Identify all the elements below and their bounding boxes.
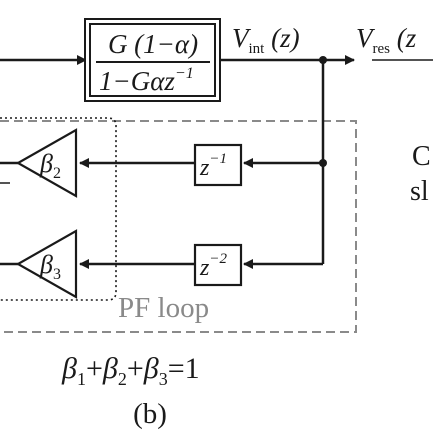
- gain-beta3-label: β3: [39, 250, 61, 283]
- delay-2-exponent: −2: [209, 251, 227, 267]
- vint-arg: (z): [264, 23, 299, 53]
- delay-block-1: z−1: [193, 143, 243, 187]
- gain-triangle-beta2: β2: [15, 128, 78, 198]
- vint-sub: int: [249, 41, 266, 57]
- transfer-denominator: 1−Gαz: [99, 66, 175, 96]
- constraint-sub1: 1: [77, 369, 86, 389]
- transfer-denominator-exponent: −1: [175, 65, 194, 82]
- vres-label: Vres (z: [356, 23, 417, 57]
- vres-arg: (z: [390, 23, 417, 53]
- figure-caption: (b): [133, 398, 167, 430]
- delay-1-label: z−1: [199, 151, 227, 181]
- transfer-denominator-group: 1−Gαz−1: [99, 65, 194, 96]
- partial-text-line1: C: [412, 141, 431, 172]
- gain-beta3-base: β: [39, 250, 53, 279]
- delay-2-base: z: [199, 255, 210, 281]
- vres-sub: res: [373, 41, 391, 57]
- constraint-beta3: β: [143, 352, 159, 385]
- gain-group-boundary: [0, 117, 117, 301]
- delay-1-base: z: [199, 155, 210, 181]
- transfer-numerator: G (1−α): [108, 29, 198, 59]
- vint-base: V: [232, 23, 252, 53]
- gain-triangle-beta3: β3: [15, 229, 78, 299]
- delay-1-exponent: −1: [209, 151, 227, 167]
- partial-text-line2: sl: [410, 176, 429, 207]
- gain-beta3-sub: 3: [53, 266, 61, 283]
- gain-beta2-base: β: [39, 149, 53, 178]
- vint-label: Vint (z): [232, 23, 300, 57]
- constraint-beta2: β: [102, 352, 118, 385]
- constraint-plus2: +: [127, 352, 144, 385]
- constraint-plus1: +: [86, 352, 103, 385]
- gain-beta2-label: β2: [39, 149, 61, 182]
- constraint-beta1: β: [61, 352, 77, 385]
- pf-loop-boundary: [0, 120, 357, 333]
- transfer-function-block: G (1−α) 1−Gαz−1: [84, 18, 221, 102]
- delay-2-label: z−2: [199, 251, 227, 281]
- vres-base: V: [356, 23, 376, 53]
- delay-block-2: z−2: [193, 243, 243, 287]
- constraint-sub2: 2: [118, 369, 127, 389]
- gain-beta2-sub: 2: [53, 165, 61, 182]
- constraint-equation: β1+β2+β3=1: [61, 352, 200, 389]
- constraint-sub3: 3: [159, 369, 168, 389]
- constraint-equals: =1: [168, 352, 200, 385]
- pf-loop-label: PF loop: [118, 292, 209, 324]
